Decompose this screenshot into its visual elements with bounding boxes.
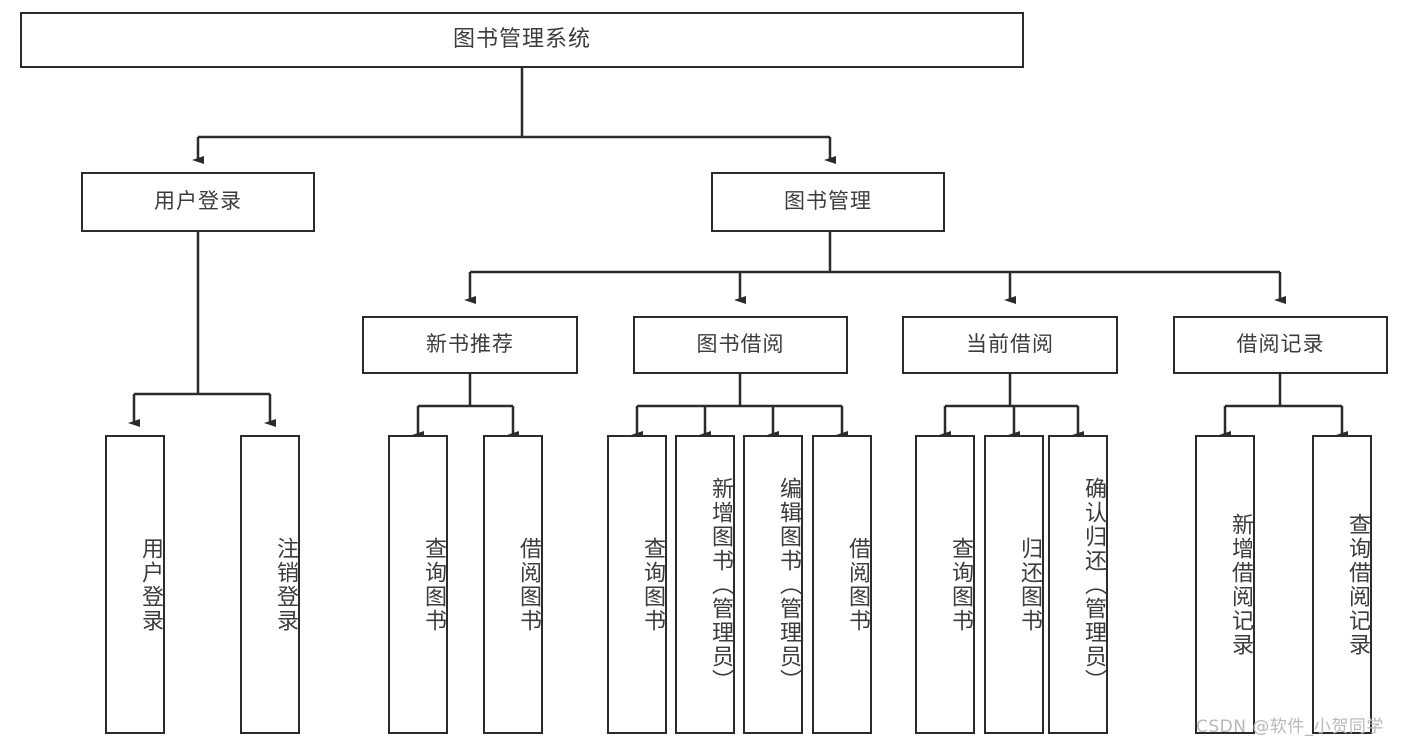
leaf-label: 新增图书（管理员）	[708, 476, 733, 693]
node-root-system[interactable]: 图书管理系统	[20, 12, 1024, 68]
leaf-label: 查询借阅记录	[1345, 512, 1370, 657]
node-borrow-record[interactable]: 借阅记录	[1173, 316, 1388, 374]
leaf-borrow-record-add-record[interactable]: 新增借阅记录	[1195, 435, 1255, 734]
leaf-new-book-query-book[interactable]: 查询图书	[388, 435, 448, 734]
leaf-label: 查询图书	[640, 536, 665, 633]
leaf-label: 确认归还（管理员）	[1081, 476, 1106, 693]
node-user-login[interactable]: 用户登录	[81, 172, 315, 232]
leaf-book-borrow-borrow-book[interactable]: 借阅图书	[812, 435, 872, 734]
leaf-user-login-logout[interactable]: 注销登录	[240, 435, 300, 734]
node-new-book-recommend[interactable]: 新书推荐	[362, 316, 578, 374]
leaf-book-borrow-edit-book[interactable]: 编辑图书（管理员）	[743, 435, 803, 734]
node-book-borrow[interactable]: 图书借阅	[633, 316, 848, 374]
leaf-label: 借阅图书	[845, 536, 870, 633]
leaf-current-borrow-return-book[interactable]: 归还图书	[984, 435, 1044, 734]
node-current-borrow[interactable]: 当前借阅	[902, 316, 1118, 374]
leaf-user-login-login[interactable]: 用户登录	[105, 435, 165, 734]
watermark-csdn: CSDN @软件_小贺同学	[1196, 717, 1384, 737]
leaf-current-borrow-confirm-return[interactable]: 确认归还（管理员）	[1048, 435, 1108, 734]
leaf-label: 归还图书	[1017, 536, 1042, 633]
leaf-borrow-record-query-record[interactable]: 查询借阅记录	[1312, 435, 1372, 734]
node-book-management[interactable]: 图书管理	[711, 172, 945, 232]
leaf-current-borrow-query-book[interactable]: 查询图书	[915, 435, 975, 734]
leaf-label: 编辑图书（管理员）	[776, 476, 801, 693]
leaf-label: 查询图书	[421, 536, 446, 633]
leaf-new-book-borrow-book[interactable]: 借阅图书	[483, 435, 543, 734]
leaf-book-borrow-add-book[interactable]: 新增图书（管理员）	[675, 435, 735, 734]
leaf-label: 查询图书	[948, 536, 973, 633]
leaf-label: 注销登录	[273, 536, 298, 633]
leaf-book-borrow-query-book[interactable]: 查询图书	[607, 435, 667, 734]
leaf-label: 借阅图书	[516, 536, 541, 633]
leaf-label: 用户登录	[138, 536, 163, 633]
leaf-label: 新增借阅记录	[1228, 512, 1253, 657]
